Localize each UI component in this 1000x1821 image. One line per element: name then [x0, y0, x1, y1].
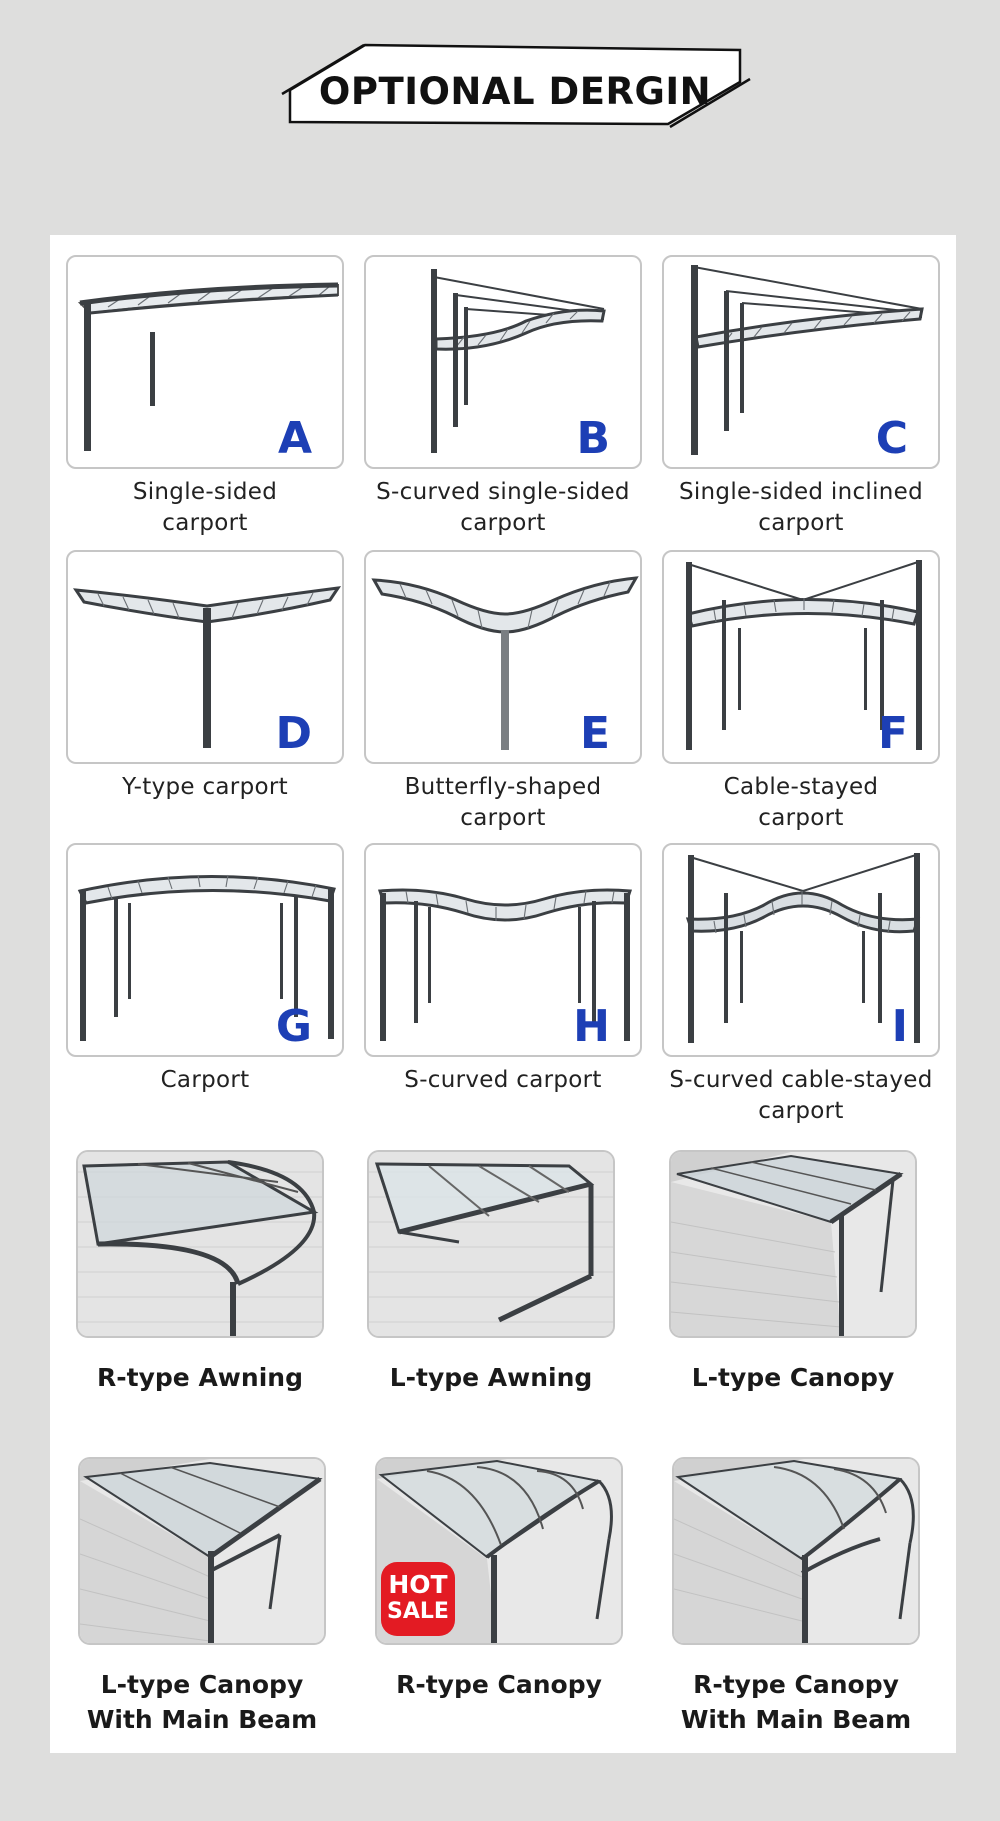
- option-caption: Y-type carport: [122, 774, 288, 800]
- option-letter: B: [576, 413, 610, 464]
- carport-image: E: [364, 550, 642, 764]
- carport-image: H: [364, 843, 642, 1057]
- title-banner: OPTIONAL DERGIN: [0, 0, 1000, 140]
- carport-s-curved-cable-icon: [685, 853, 921, 1043]
- banner-frame-icon: [281, 43, 751, 129]
- carport-single-sided-icon: [77, 282, 339, 451]
- awning-image: [367, 1150, 615, 1338]
- option-letter: I: [891, 1001, 908, 1052]
- option-letter: A: [277, 413, 312, 464]
- option-letter: H: [573, 1001, 610, 1052]
- option-caption: S-curved carport: [404, 1067, 602, 1093]
- carport-image: C: [662, 255, 940, 469]
- page-title: OPTIONAL DERGIN: [318, 70, 712, 113]
- canopy-l-type-beam-icon: [80, 1459, 324, 1643]
- awning-image: [672, 1457, 920, 1645]
- awning-l-type-icon: [369, 1152, 613, 1336]
- carport-image: B: [364, 255, 642, 469]
- option-letter: D: [275, 708, 312, 759]
- carport-butterfly-icon: [371, 576, 639, 750]
- option-caption: L-type Awning: [389, 1363, 593, 1392]
- carport-standard-icon: [77, 874, 336, 1041]
- option-caption: L-type Canopy: [691, 1363, 895, 1392]
- carport-image: G: [66, 843, 344, 1057]
- awning-image: [78, 1457, 326, 1645]
- carport-s-curved-single-icon: [431, 269, 606, 453]
- carport-single-inclined-icon: [691, 265, 924, 455]
- option-letter: E: [579, 708, 610, 759]
- carport-image: A: [66, 255, 344, 469]
- option-letter: G: [275, 1001, 312, 1052]
- carport-cable-stayed-icon: [686, 560, 922, 750]
- carport-y-type-icon: [72, 586, 342, 748]
- awning-r-type-icon: [78, 1152, 322, 1336]
- awning-image: [669, 1150, 917, 1338]
- option-letter: C: [875, 413, 908, 464]
- option-caption: R-type Canopy: [396, 1670, 602, 1699]
- option-caption: R-type Awning: [97, 1363, 303, 1392]
- carport-s-curved-icon: [377, 888, 633, 1041]
- carport-image: D: [66, 550, 344, 764]
- option-letter: F: [877, 708, 908, 759]
- carport-image: I: [662, 843, 940, 1057]
- carport-image: F: [662, 550, 940, 764]
- option-caption: Carport: [160, 1067, 250, 1093]
- hot-sale-badge: HOT SALE: [381, 1562, 455, 1636]
- canopy-r-type-beam-icon: [674, 1459, 918, 1643]
- canopy-l-type-icon: [671, 1152, 915, 1336]
- awning-image: HOT SALE: [375, 1457, 623, 1645]
- awning-image: [76, 1150, 324, 1338]
